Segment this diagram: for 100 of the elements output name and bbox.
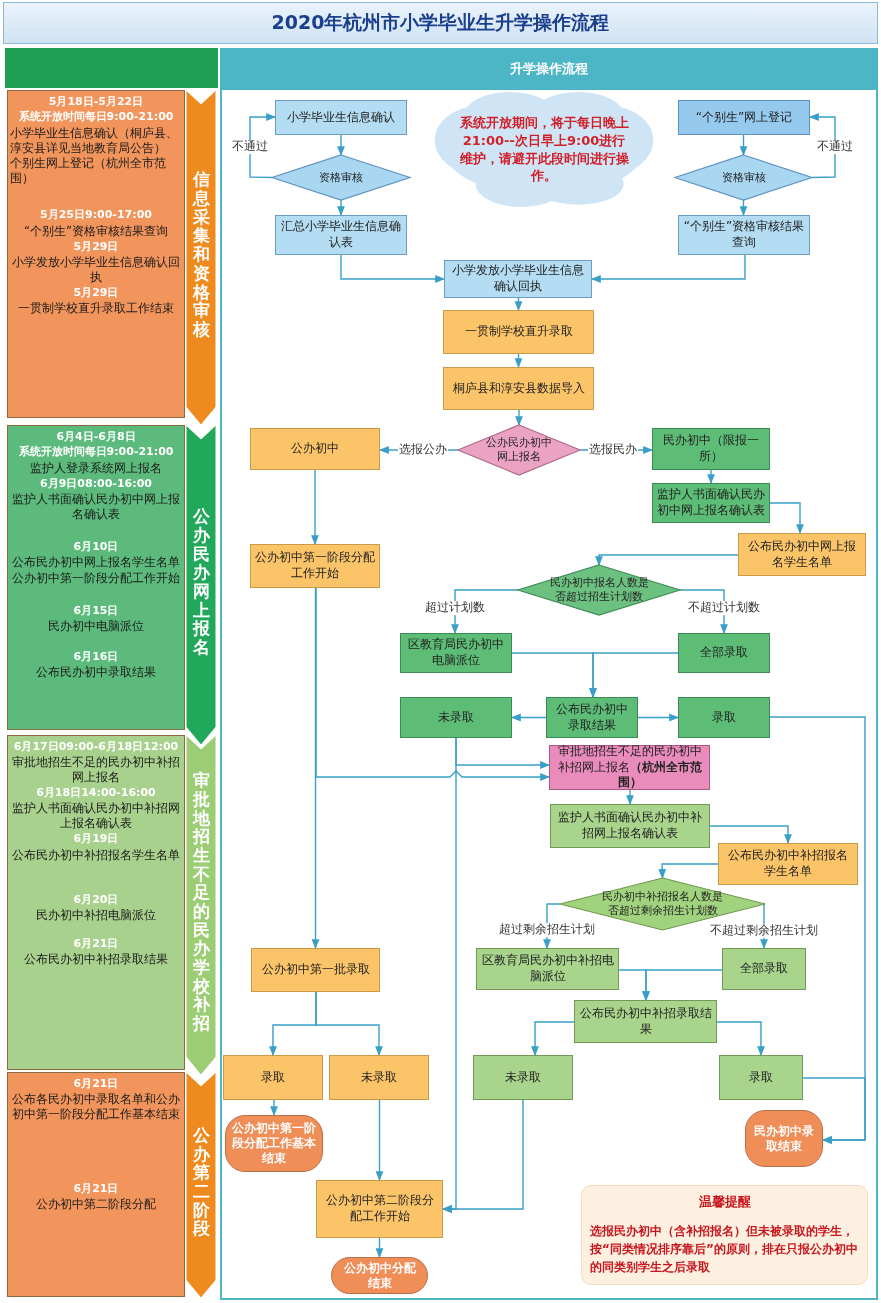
step-text: “个别生”资格审核结果查询 <box>683 219 805 251</box>
date-text: 系统开放时间每日9:00-21:00 <box>18 445 174 460</box>
schedule-text: 个别生网上登记（杭州全市范围） <box>10 156 167 187</box>
process-box <box>550 804 710 848</box>
schedule-text: 公布各民办初中录取名单和公办初中第一阶段分配工作基本结束 <box>11 1092 181 1123</box>
schedule-panel <box>7 735 185 1070</box>
note-text: 选报民办初中（含补招报名）但未被录取的学生，按“同类情况排序靠后”的原则，排在只报公办初中的同类别学生之后录取 <box>590 1222 859 1276</box>
edge-label: 不通过 <box>816 140 854 154</box>
note-heading: 温馨提醒 <box>698 1193 751 1211</box>
flow-arrow <box>515 409 523 426</box>
flow-arrow <box>375 1237 384 1258</box>
decision-text: 民办初中报名人数是否超过招生计划数 <box>548 576 650 604</box>
process-box <box>400 633 512 673</box>
flow-arrow <box>337 199 345 216</box>
step-text: 区教育局民办初中电脑派位 <box>407 637 505 669</box>
flow-arrow <box>315 991 383 1056</box>
date-text: 6月10日 <box>73 539 119 554</box>
step-text: 未录取 <box>361 1069 397 1086</box>
flow-arrow <box>709 825 792 844</box>
step-text: 公办初中第一阶段分配工作开始 <box>255 550 375 582</box>
schedule-text: 监护人书面确认民办初中补招网上报名确认表 <box>11 801 181 832</box>
step-text: 未录取 <box>438 709 474 726</box>
step-text: 一贯制学校直升录取 <box>464 324 573 340</box>
process-box <box>443 310 594 354</box>
stage-title: 公办第二阶段 <box>192 1125 210 1239</box>
date-text: 6月20日 <box>73 892 119 907</box>
decision-text: 资格审核 <box>720 170 767 185</box>
flow-arrow <box>642 969 723 1001</box>
step-text: 小学发放小学毕业生信息确认回执 <box>451 263 585 295</box>
step-text: 录取 <box>749 1069 773 1086</box>
edge-label: 选报民办 <box>588 443 638 457</box>
step-text: 全部录取 <box>700 645 748 661</box>
step-text: 公办初中分配结束 <box>342 1260 417 1291</box>
schedule-text: “个别生”资格审核结果查询 <box>24 223 168 239</box>
step-text: 录取 <box>261 1069 285 1086</box>
flow-arrow <box>591 254 746 283</box>
process-box <box>444 260 592 298</box>
note-card <box>581 1185 868 1285</box>
process-box <box>250 544 380 588</box>
step-text: 审批地招生不足的民办初中补招网上报名（杭州全市范围） <box>556 744 703 791</box>
step-text: 汇总小学毕业生信息确认表 <box>280 219 402 251</box>
process-box <box>400 697 512 738</box>
schedule-text: 监护人书面确认民办初中网上报名确认表 <box>11 491 181 522</box>
flow-arrow <box>802 1077 866 1144</box>
flow-arrow <box>739 134 748 156</box>
step-text: 未录取 <box>505 1069 541 1086</box>
process-box <box>250 428 380 470</box>
edge-label: 选报公办 <box>398 443 448 457</box>
date-text: 6月21日 <box>73 936 119 952</box>
schedule-text: 审批地招生不足的民办初中补招网上报名 <box>11 755 181 786</box>
schedule-text: 公布民办初中补招录取结果 <box>24 952 168 968</box>
process-box <box>473 1055 573 1100</box>
step-text: 民办初中录取结束 <box>753 1123 815 1154</box>
date-text: 6月16日 <box>73 650 119 665</box>
decision-text: 民办初中补招报名人数是否超过剩余招生计划数 <box>601 890 724 918</box>
schedule-text: 民办初中补招电脑派位 <box>36 907 156 923</box>
step-text: 公办初中第一批录取 <box>261 962 370 978</box>
schedule-text: 监护人登录系统网上报名 <box>30 460 162 476</box>
schedule-text: 民办初中电脑派位 <box>48 619 144 635</box>
step-text: 小学毕业生信息确认 <box>287 109 395 126</box>
edge-label: 不通过 <box>231 140 269 154</box>
step-text: 公布民办初中网上报名学生名单 <box>747 538 857 571</box>
date-text: 6月15日 <box>73 603 119 619</box>
flow-arrow <box>637 713 679 722</box>
process-box <box>443 367 594 410</box>
date-text: 6月9日08:00-16:00 <box>40 476 152 491</box>
process-box <box>719 1055 803 1100</box>
date-text: 5月25日9:00-17:00 <box>40 208 152 223</box>
process-box <box>678 697 770 738</box>
process-box <box>329 1055 429 1100</box>
flow-arrow <box>809 113 836 179</box>
stage-title: 信息采集和资格审核 <box>192 170 210 339</box>
schedule-panel <box>7 90 185 418</box>
schedule-text: 小学毕业生信息确认（桐庐县、淳安县详见当地教育局公告） <box>10 125 179 156</box>
date-text: 6月21日 <box>73 1077 119 1092</box>
flow-arrow <box>315 587 550 781</box>
edge-label: 不超过计划数 <box>687 601 761 615</box>
step-text: 全部录取 <box>740 961 788 977</box>
date-text: 5月29日 <box>73 285 119 301</box>
terminal-box <box>745 1110 823 1167</box>
flow-arrow <box>626 789 634 805</box>
step-text: 录取 <box>712 709 736 726</box>
step-text: 公办初中第一阶段分配工作基本结束 <box>232 1121 316 1166</box>
step-text: 桐庐县和淳安县数据导入 <box>452 380 585 397</box>
date-text: 6月4日-6月8日 <box>56 430 136 445</box>
process-box <box>738 533 866 576</box>
process-box <box>251 948 380 992</box>
flow-arrow <box>270 1099 278 1116</box>
step-text: “个别生”网上登记 <box>695 109 793 126</box>
stage-title: 审批地招生不足的民办学校补招 <box>192 771 210 1033</box>
step-text: 公布民办初中补招报名学生名单 <box>727 848 849 880</box>
decision-text: 资格审核 <box>318 170 364 185</box>
step-text: 区教育局民办初中补招电脑派位 <box>481 953 614 985</box>
process-box <box>546 697 638 738</box>
flow-arrow <box>337 134 345 156</box>
date-text: 6月21日 <box>73 1182 119 1197</box>
edge-label: 超过剩余招生计划 <box>498 923 596 937</box>
flow-arrow <box>514 353 523 368</box>
flow-arrow <box>375 1099 384 1181</box>
date-text: 5月29日 <box>73 239 119 254</box>
